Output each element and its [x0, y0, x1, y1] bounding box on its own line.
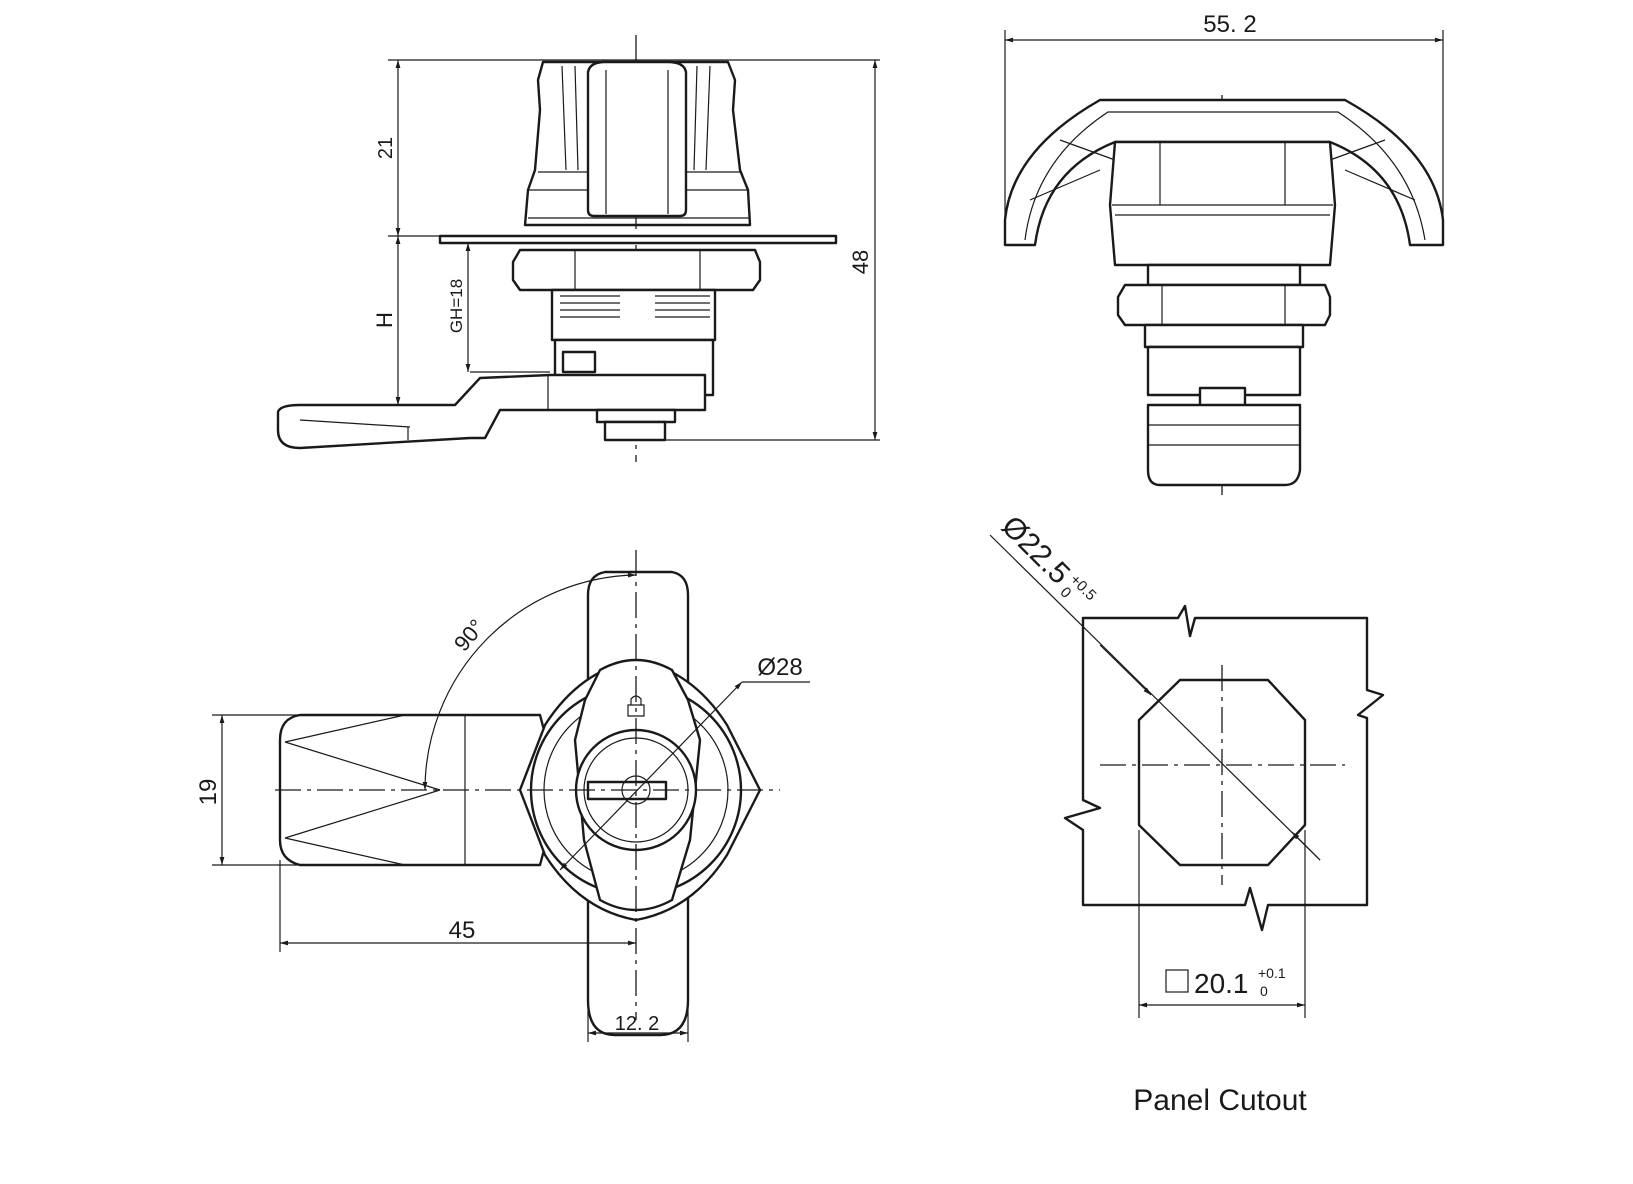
- panel-cutout-title: Panel Cutout: [1133, 1084, 1307, 1117]
- hex-nut: [511, 248, 762, 292]
- dim-20-1-tol-upper: +0.1: [1258, 965, 1286, 981]
- dim-21: 21: [375, 137, 397, 159]
- panel-outline: [1063, 604, 1385, 932]
- dim-20-1: 20.1: [1194, 968, 1249, 999]
- square-symbol: [1165, 969, 1189, 993]
- dim-22-5-tol-lower: 0: [1057, 584, 1075, 602]
- dim-55-2: 55. 2: [1203, 11, 1256, 38]
- top-view: 19 45 12. 2 90° Ø28: [195, 550, 810, 1042]
- dim-12-2: 12. 2: [615, 1013, 659, 1035]
- dim-19: 19: [195, 779, 222, 806]
- dim-28: Ø28: [757, 654, 802, 681]
- hex-nut-front: [1116, 283, 1332, 327]
- dim-48: 48: [848, 250, 873, 274]
- panel-cutout: Ø22.5 +0.5 0 20.1 +0.1 0 Panel Cutout: [989, 510, 1385, 1117]
- dim-45: 45: [449, 917, 476, 944]
- cutout-shape: [1137, 678, 1307, 867]
- dim-90-deg: 90°: [449, 614, 490, 656]
- front-view: 55. 2: [1003, 11, 1445, 495]
- dim-gh: GH=18: [447, 279, 466, 333]
- dim-20-1-tol-lower: 0: [1260, 983, 1268, 999]
- knob-body: [523, 60, 752, 227]
- cam-arm: [276, 373, 707, 450]
- dim-22-5: Ø22.5: [995, 510, 1076, 591]
- panel-plate: [438, 234, 838, 245]
- side-view: 21 H GH=18 48: [276, 35, 880, 462]
- dim-h: H: [372, 312, 397, 328]
